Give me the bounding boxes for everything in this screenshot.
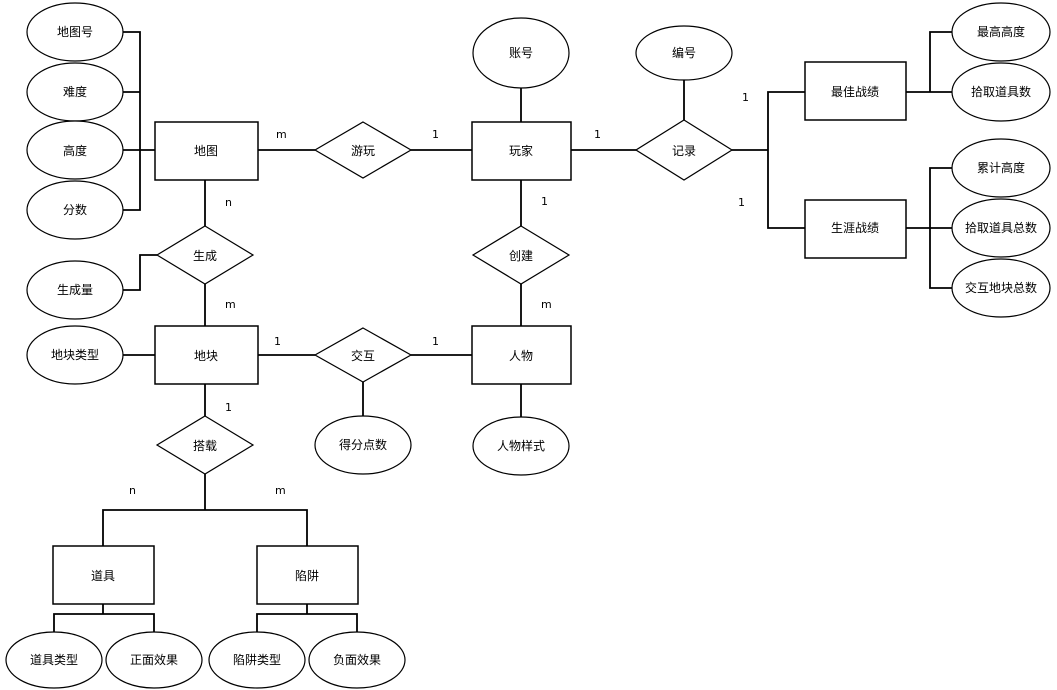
cardinality-interact-character: 1	[432, 335, 439, 348]
cardinality-generate-block: m	[225, 298, 236, 311]
cardinality-play-player: 1	[432, 128, 439, 141]
attribute-block-type[interactable]: 地块类型	[26, 325, 124, 385]
attribute-max-height[interactable]: 最高高度	[951, 2, 1051, 62]
relationship-interact-label: 交互	[351, 348, 375, 363]
entity-trap[interactable]: 陷阱	[256, 545, 359, 605]
relationship-generate[interactable]: 生成	[155, 225, 255, 285]
entity-trap-label: 陷阱	[295, 568, 319, 583]
connector-lines	[53, 31, 952, 632]
cardinality-record-player: 1	[594, 128, 601, 141]
relationship-play[interactable]: 游玩	[313, 121, 413, 179]
attribute-height[interactable]: 高度	[26, 120, 124, 180]
entity-best-record[interactable]: 最佳战绩	[804, 61, 907, 121]
entity-map-label: 地图	[194, 144, 218, 158]
relationship-record-label: 记录	[672, 144, 696, 158]
attribute-height-label: 高度	[63, 143, 87, 158]
relationship-carry-label: 搭载	[193, 439, 217, 453]
attribute-score[interactable]: 分数	[26, 180, 124, 240]
cardinality-generate-map: n	[225, 196, 232, 209]
attribute-account-label: 账号	[509, 46, 533, 60]
attribute-gen-amount-label: 生成量	[57, 283, 93, 297]
cardinality-carry-item: n	[129, 484, 136, 497]
attribute-record-id[interactable]: 编号	[635, 25, 733, 81]
attribute-character-style[interactable]: 人物样式	[472, 416, 570, 476]
attribute-max-height-label: 最高高度	[977, 24, 1025, 39]
relationship-create-label: 创建	[509, 249, 533, 263]
attribute-account[interactable]: 账号	[472, 17, 570, 89]
cardinality-carry-trap: m	[275, 484, 286, 497]
attribute-item-type-label: 道具类型	[30, 653, 78, 667]
cardinality-carry-block: 1	[225, 401, 232, 414]
attribute-difficulty-label: 难度	[63, 84, 87, 99]
entity-character[interactable]: 人物	[471, 325, 572, 385]
attribute-score-points[interactable]: 得分点数	[314, 415, 412, 475]
entity-item-label: 道具	[91, 569, 115, 583]
entity-block-label: 地块	[194, 349, 218, 363]
cardinality-record-career: 1	[738, 196, 745, 209]
attribute-total-interact-blocks-label: 交互地块总数	[965, 280, 1037, 295]
attribute-trap-type-label: 陷阱类型	[233, 652, 281, 667]
relationship-record[interactable]: 记录	[634, 119, 734, 181]
attribute-character-style-label: 人物样式	[497, 438, 545, 453]
attribute-negative-effect-label: 负面效果	[333, 652, 381, 667]
relationship-create[interactable]: 创建	[471, 225, 571, 285]
relationship-interact[interactable]: 交互	[313, 327, 413, 383]
attribute-negative-effect[interactable]: 负面效果	[308, 631, 406, 689]
attribute-total-pickup-items-label: 拾取道具总数	[965, 220, 1037, 235]
attribute-difficulty[interactable]: 难度	[26, 62, 124, 122]
attribute-total-pickup-items[interactable]: 拾取道具总数	[951, 198, 1051, 258]
attribute-total-height[interactable]: 累计高度	[951, 138, 1051, 198]
attribute-pickup-items[interactable]: 拾取道具数	[951, 62, 1051, 122]
attribute-trap-type[interactable]: 陷阱类型	[208, 631, 306, 689]
attribute-positive-effect-label: 正面效果	[130, 652, 178, 667]
entity-block[interactable]: 地块	[154, 325, 259, 385]
attribute-map-id[interactable]: 地图号	[26, 2, 124, 62]
attribute-score-points-label: 得分点数	[339, 437, 387, 452]
entity-map[interactable]: 地图	[154, 121, 259, 181]
cardinality-interact-block: 1	[274, 335, 281, 348]
cardinality-create-character: m	[541, 298, 552, 311]
attribute-record-id-label: 编号	[672, 45, 696, 60]
attribute-item-type[interactable]: 道具类型	[5, 631, 103, 689]
attribute-block-type-label: 地块类型	[51, 348, 99, 362]
attribute-total-interact-blocks[interactable]: 交互地块总数	[951, 258, 1051, 318]
attribute-positive-effect[interactable]: 正面效果	[105, 631, 203, 689]
entity-career-record[interactable]: 生涯战绩	[804, 199, 907, 259]
attribute-gen-amount[interactable]: 生成量	[26, 260, 124, 320]
entity-player-label: 玩家	[509, 143, 533, 158]
cardinality-create-player: 1	[541, 195, 548, 208]
entity-career-record-label: 生涯战绩	[831, 221, 879, 235]
attribute-total-height-label: 累计高度	[977, 160, 1025, 175]
attribute-map-id-label: 地图号	[57, 25, 93, 39]
cardinality-play-map: m	[276, 128, 287, 141]
entity-player[interactable]: 玩家	[471, 121, 572, 181]
relationship-generate-label: 生成	[193, 249, 217, 263]
attribute-pickup-items-label: 拾取道具数	[971, 84, 1031, 99]
relationship-carry[interactable]: 搭载	[155, 415, 255, 475]
entity-character-label: 人物	[509, 349, 533, 363]
attribute-score-label: 分数	[63, 202, 87, 217]
cardinality-labels: m 1 1 1 1 n m 1 m 1 1 1 n m	[129, 91, 749, 497]
cardinality-record-best: 1	[742, 91, 749, 104]
entity-item[interactable]: 道具	[52, 545, 155, 605]
entity-best-record-label: 最佳战绩	[831, 85, 879, 99]
relationship-play-label: 游玩	[351, 144, 375, 158]
